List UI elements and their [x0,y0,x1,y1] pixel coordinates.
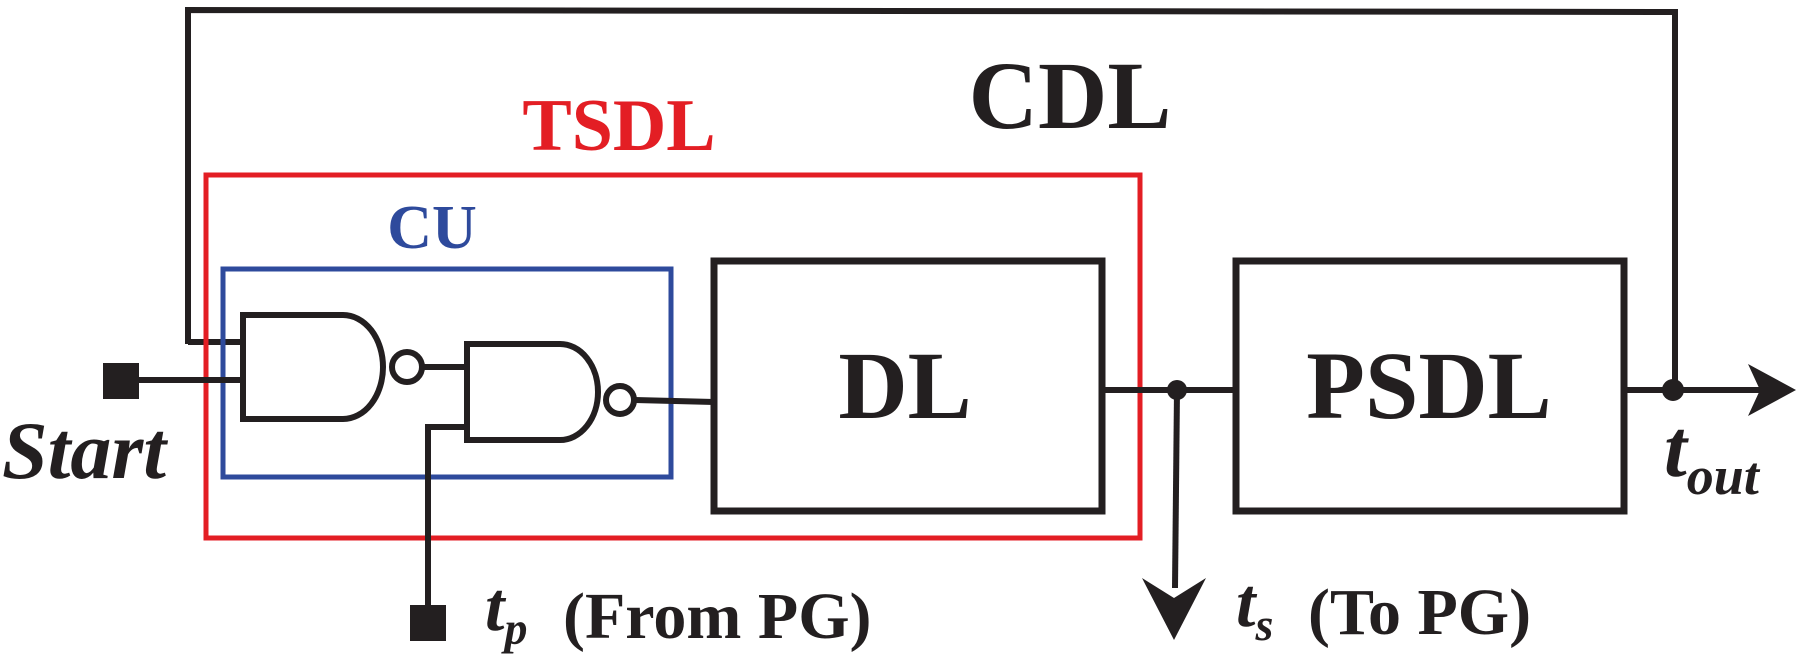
dl-label: DL [838,332,971,439]
cu-box [220,266,674,480]
ts-label: ts [1236,565,1273,650]
cdl-feedback-wire [185,6,1678,388]
tp-wire [425,424,467,620]
tout-arrow-head [1748,364,1796,416]
nand-gate-1-bubble [389,349,425,385]
tp-note: (From PG) [563,580,872,653]
nand-gate-2 [464,341,601,443]
start-label: Start [2,405,168,496]
ts-main: t [1236,565,1258,642]
tsdl-box [203,172,1143,541]
tp-terminal [410,605,446,641]
psdl-label: PSDL [1306,332,1551,439]
tout-junction-dot [1662,379,1684,401]
nand2-to-dl-wire [633,397,715,405]
ts-arrow-head [1142,578,1206,640]
dl-block [710,257,1106,515]
ts-note: (To PG) [1308,576,1531,649]
psdl-block [1232,257,1628,515]
ts-wire [1172,389,1180,589]
ts-subscript: s [1254,599,1273,650]
tsdl-label: TSDL [522,85,715,167]
nand-gate-2-bubble [603,383,637,417]
cu-label: CU [387,194,477,262]
tout-label: tout [1664,403,1761,506]
tout-main: t [1664,403,1689,494]
tp-label: tp [485,569,527,654]
tp-subscript: p [500,603,527,654]
tp-main: t [485,569,507,646]
tout-subscript: out [1687,446,1761,506]
cdl-label: CDL [969,42,1172,149]
nand-gate-1 [240,312,386,422]
